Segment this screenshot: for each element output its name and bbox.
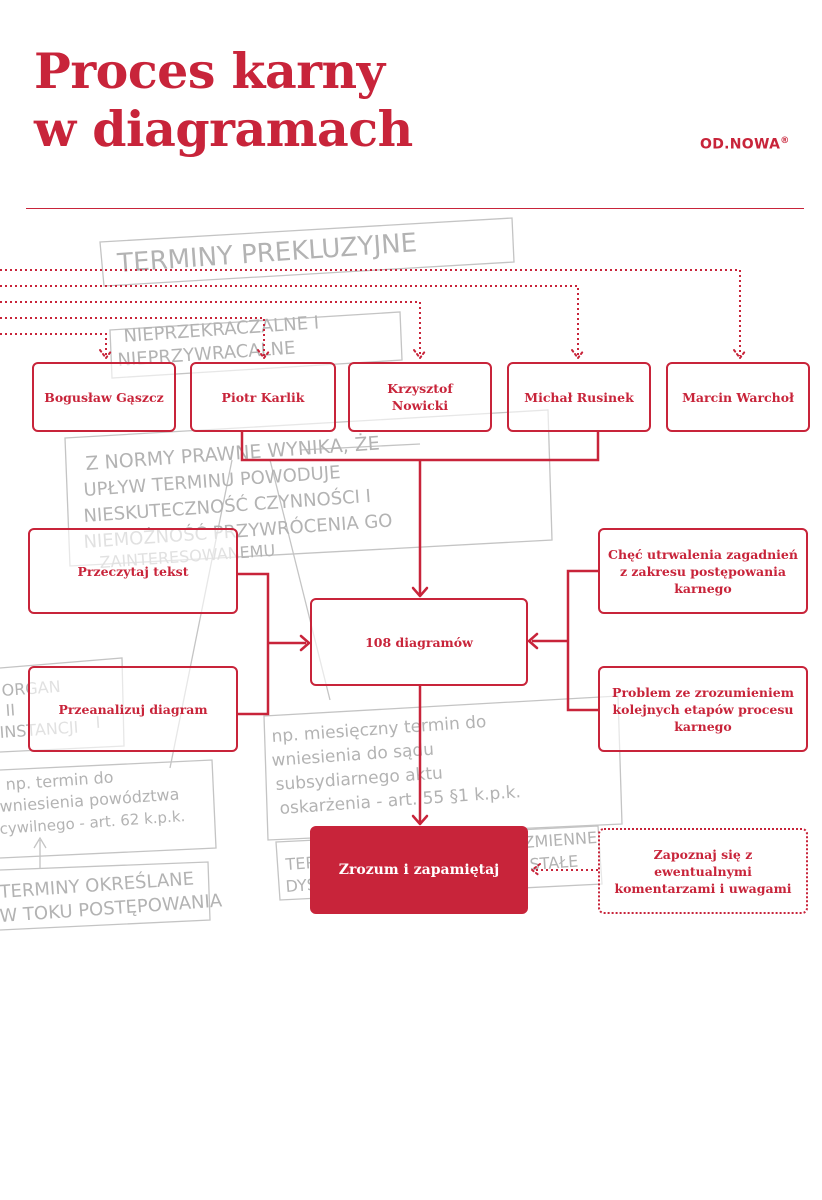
author-name: Michał Rusinek bbox=[524, 389, 634, 405]
reason-label: Problem ze zrozumieniem kolejnych etapów… bbox=[612, 684, 794, 734]
arrowhead bbox=[411, 586, 429, 598]
dotted-connector bbox=[0, 301, 421, 356]
left-steps-bracket bbox=[238, 572, 270, 716]
arrowhead bbox=[411, 814, 429, 826]
result-box-understand-remember: Zrozum i zapamiętaj bbox=[310, 826, 528, 914]
reason-box-understanding: Problem ze zrozumieniem kolejnych etapów… bbox=[598, 666, 808, 752]
title-line-2: w diagramach bbox=[34, 100, 413, 158]
arrowhead bbox=[530, 863, 541, 877]
sketch-text: STAŁE bbox=[529, 852, 579, 874]
step-label: Przeanalizuj diagram bbox=[58, 701, 208, 717]
arrowhead bbox=[257, 349, 271, 360]
reason-label: Chęć utrwalenia zagadnień z zakresu post… bbox=[608, 546, 798, 596]
author-box-karlik: Piotr Karlik bbox=[190, 362, 336, 432]
cover-title: Proces karny w diagramach bbox=[34, 42, 413, 158]
reason-box-consolidate: Chęć utrwalenia zagadnień z zakresu post… bbox=[598, 528, 808, 614]
publisher-name: OD.NOWA bbox=[700, 136, 781, 153]
arrowhead bbox=[299, 634, 311, 652]
note-label: Zapoznaj się z ewentualnymi komentarzami… bbox=[614, 846, 792, 896]
center-label: 108 diagramów bbox=[365, 634, 473, 650]
publisher-logo: OD.NOWA® bbox=[700, 136, 790, 153]
dotted-connector bbox=[0, 333, 107, 356]
author-box-gaszcz: Bogusław Gąszcz bbox=[32, 362, 176, 432]
arrowhead bbox=[99, 349, 113, 360]
title-divider bbox=[26, 208, 804, 209]
step-analyze-diagram: Przeanalizuj diagram bbox=[28, 666, 238, 752]
arrowhead bbox=[733, 349, 747, 360]
result-label: Zrozum i zapamiętaj bbox=[338, 861, 500, 878]
author-name: Krzysztof Nowicki bbox=[387, 381, 453, 413]
arrowhead bbox=[527, 632, 539, 650]
step-label: Przeczytaj tekst bbox=[77, 563, 189, 579]
sketch-text: II bbox=[5, 700, 16, 720]
title-line-1: Proces karny bbox=[34, 42, 385, 100]
registered-mark: ® bbox=[780, 136, 790, 146]
author-box-nowicki: Krzysztof Nowicki bbox=[348, 362, 492, 432]
author-name: Marcin Warchoł bbox=[682, 389, 794, 405]
right-reasons-bracket bbox=[566, 569, 598, 712]
dotted-connector bbox=[0, 269, 741, 356]
step-read-text: Przeczytaj tekst bbox=[28, 528, 238, 614]
arrowhead bbox=[571, 349, 585, 360]
author-box-rusinek: Michał Rusinek bbox=[507, 362, 651, 432]
author-name: Bogusław Gąszcz bbox=[44, 389, 164, 405]
authors-bracket bbox=[240, 432, 600, 462]
dotted-connector bbox=[0, 285, 579, 356]
arrowhead bbox=[413, 349, 427, 360]
author-name: Piotr Karlik bbox=[221, 389, 305, 405]
note-box-comments: Zapoznaj się z ewentualnymi komentarzami… bbox=[598, 828, 808, 914]
center-box-108-diagrams: 108 diagramów bbox=[310, 598, 528, 686]
dotted-connector bbox=[0, 317, 265, 356]
author-box-warchol: Marcin Warchoł bbox=[666, 362, 810, 432]
